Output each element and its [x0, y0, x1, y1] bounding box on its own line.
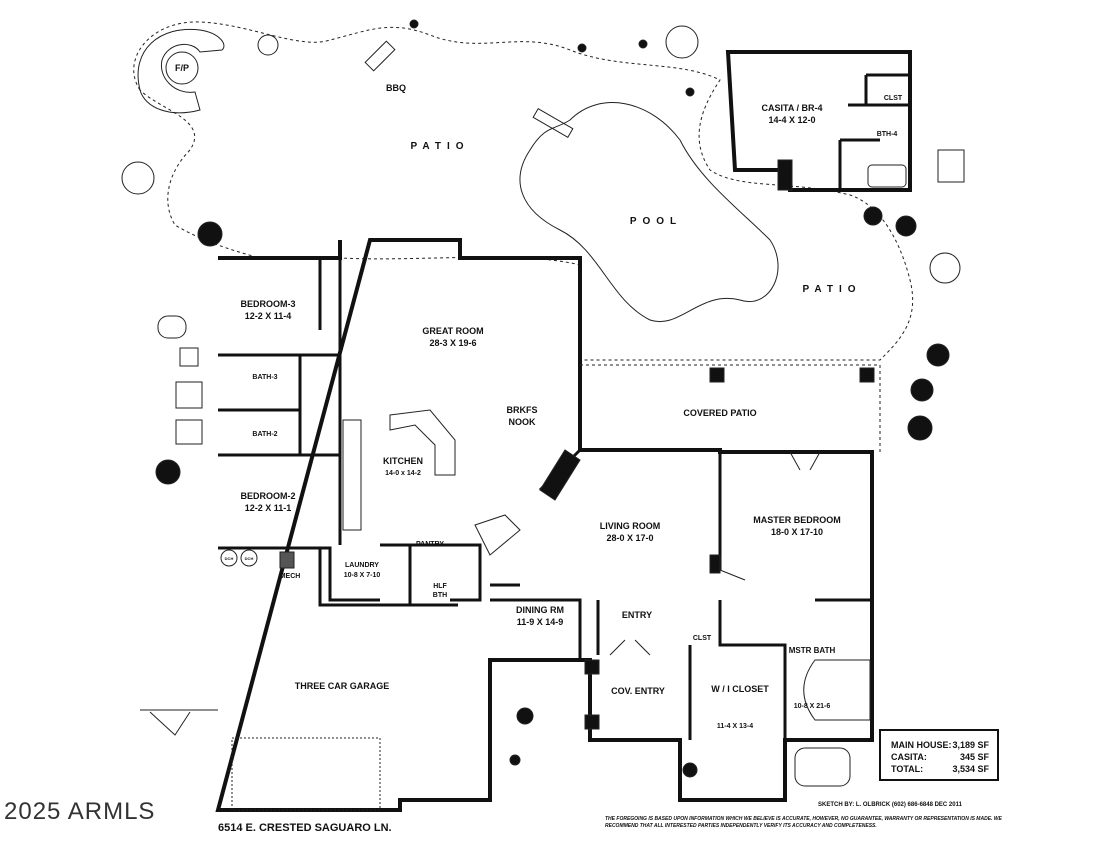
patio-east-label: PATIO [802, 284, 862, 295]
brkfs-label-2: NOOK [508, 417, 536, 427]
disclaimer: THE FOREGOING IS BASED UPON INFORMATION … [605, 816, 1002, 829]
bedroom2-name: BEDROOM-2 [240, 491, 296, 501]
bedroom3-name: BEDROOM-3 [240, 299, 296, 309]
great-room-name: GREAT ROOM [422, 326, 484, 336]
master-bath-name: MSTR BATH [788, 646, 836, 655]
cov-entry-label: COV. ENTRY [611, 686, 665, 696]
watermark: 2025 ARMLS [4, 798, 156, 825]
brkfs-label-1: BRKFS [506, 405, 538, 415]
total-area-value: 3,534 SF [952, 764, 989, 774]
heater-left-label: DCH [224, 556, 234, 561]
pantry-label: PANTRY [416, 541, 444, 548]
patio-north-label: PATIO [410, 141, 470, 152]
pool-label: POOL [629, 216, 683, 227]
wi-closet-name: W / I CLOSET [711, 684, 769, 694]
master-bedroom-name: MASTER BEDROOM [753, 515, 841, 525]
bath4-label: BTH-4 [876, 131, 898, 138]
half-bath-label-2: BTH [432, 592, 448, 599]
kitchen-dim: 14-0 x 14-2 [385, 470, 421, 477]
laundry-dim: 10-8 X 7-10 [343, 572, 381, 579]
casita-name: CASITA / BR-4 [761, 103, 823, 113]
living-room-dim: 28-0 X 17-0 [606, 533, 654, 543]
main-area-label: MAIN HOUSE: [891, 740, 952, 750]
wi-closet-dim: 11-4 X 13-4 [716, 723, 754, 730]
pool-outline [519, 102, 779, 323]
area-summary: MAIN HOUSE:3,189 SF CASITA: 345 SF TOTAL:… [879, 729, 999, 781]
fireplace-label: F/P [174, 63, 190, 73]
great-room-dim: 28-3 X 19-6 [429, 338, 477, 348]
bath2-label: BATH-2 [252, 431, 278, 438]
bath3-label: BATH-3 [252, 374, 278, 381]
entry-label: ENTRY [621, 610, 653, 620]
laundry-name: LAUNDRY [345, 562, 379, 569]
master-bath-dim: 10-8 X 21-6 [793, 703, 831, 710]
casita-closet-label: CLST [883, 95, 903, 102]
casita-area-value: 345 SF [959, 752, 989, 762]
bbq-label: BBQ [386, 83, 406, 93]
dining-name: DINING RM [516, 605, 564, 615]
bedroom2-dim: 12-2 X 11-1 [244, 503, 292, 513]
living-room-name: LIVING ROOM [599, 521, 661, 531]
total-area-label: TOTAL: [891, 764, 924, 774]
kitchen-name: KITCHEN [383, 456, 423, 466]
dining-dim: 11-9 X 14-9 [516, 617, 564, 627]
covered-patio-label: COVERED PATIO [683, 408, 757, 418]
bedroom3-dim: 12-2 X 11-4 [244, 311, 292, 321]
half-bath-label-1: HLF [433, 583, 447, 590]
casita-area-label: CASITA: [891, 752, 927, 762]
sketch-credit: SKETCH BY: L. OLBRICK (602) 686-6848 DEC… [818, 802, 962, 808]
mech-label: MECH [279, 573, 301, 580]
address: 6514 E. CRESTED SAGUARO LN. [218, 822, 392, 834]
garage-label: THREE CAR GARAGE [294, 681, 390, 691]
master-bedroom-dim: 18-0 X 17-10 [770, 527, 824, 537]
heater-right-label: DCH [244, 556, 254, 561]
main-area-value: 3,189 SF [952, 740, 989, 750]
closet-label: CLST [692, 635, 712, 642]
casita-dim: 14-4 X 12-0 [768, 115, 816, 125]
